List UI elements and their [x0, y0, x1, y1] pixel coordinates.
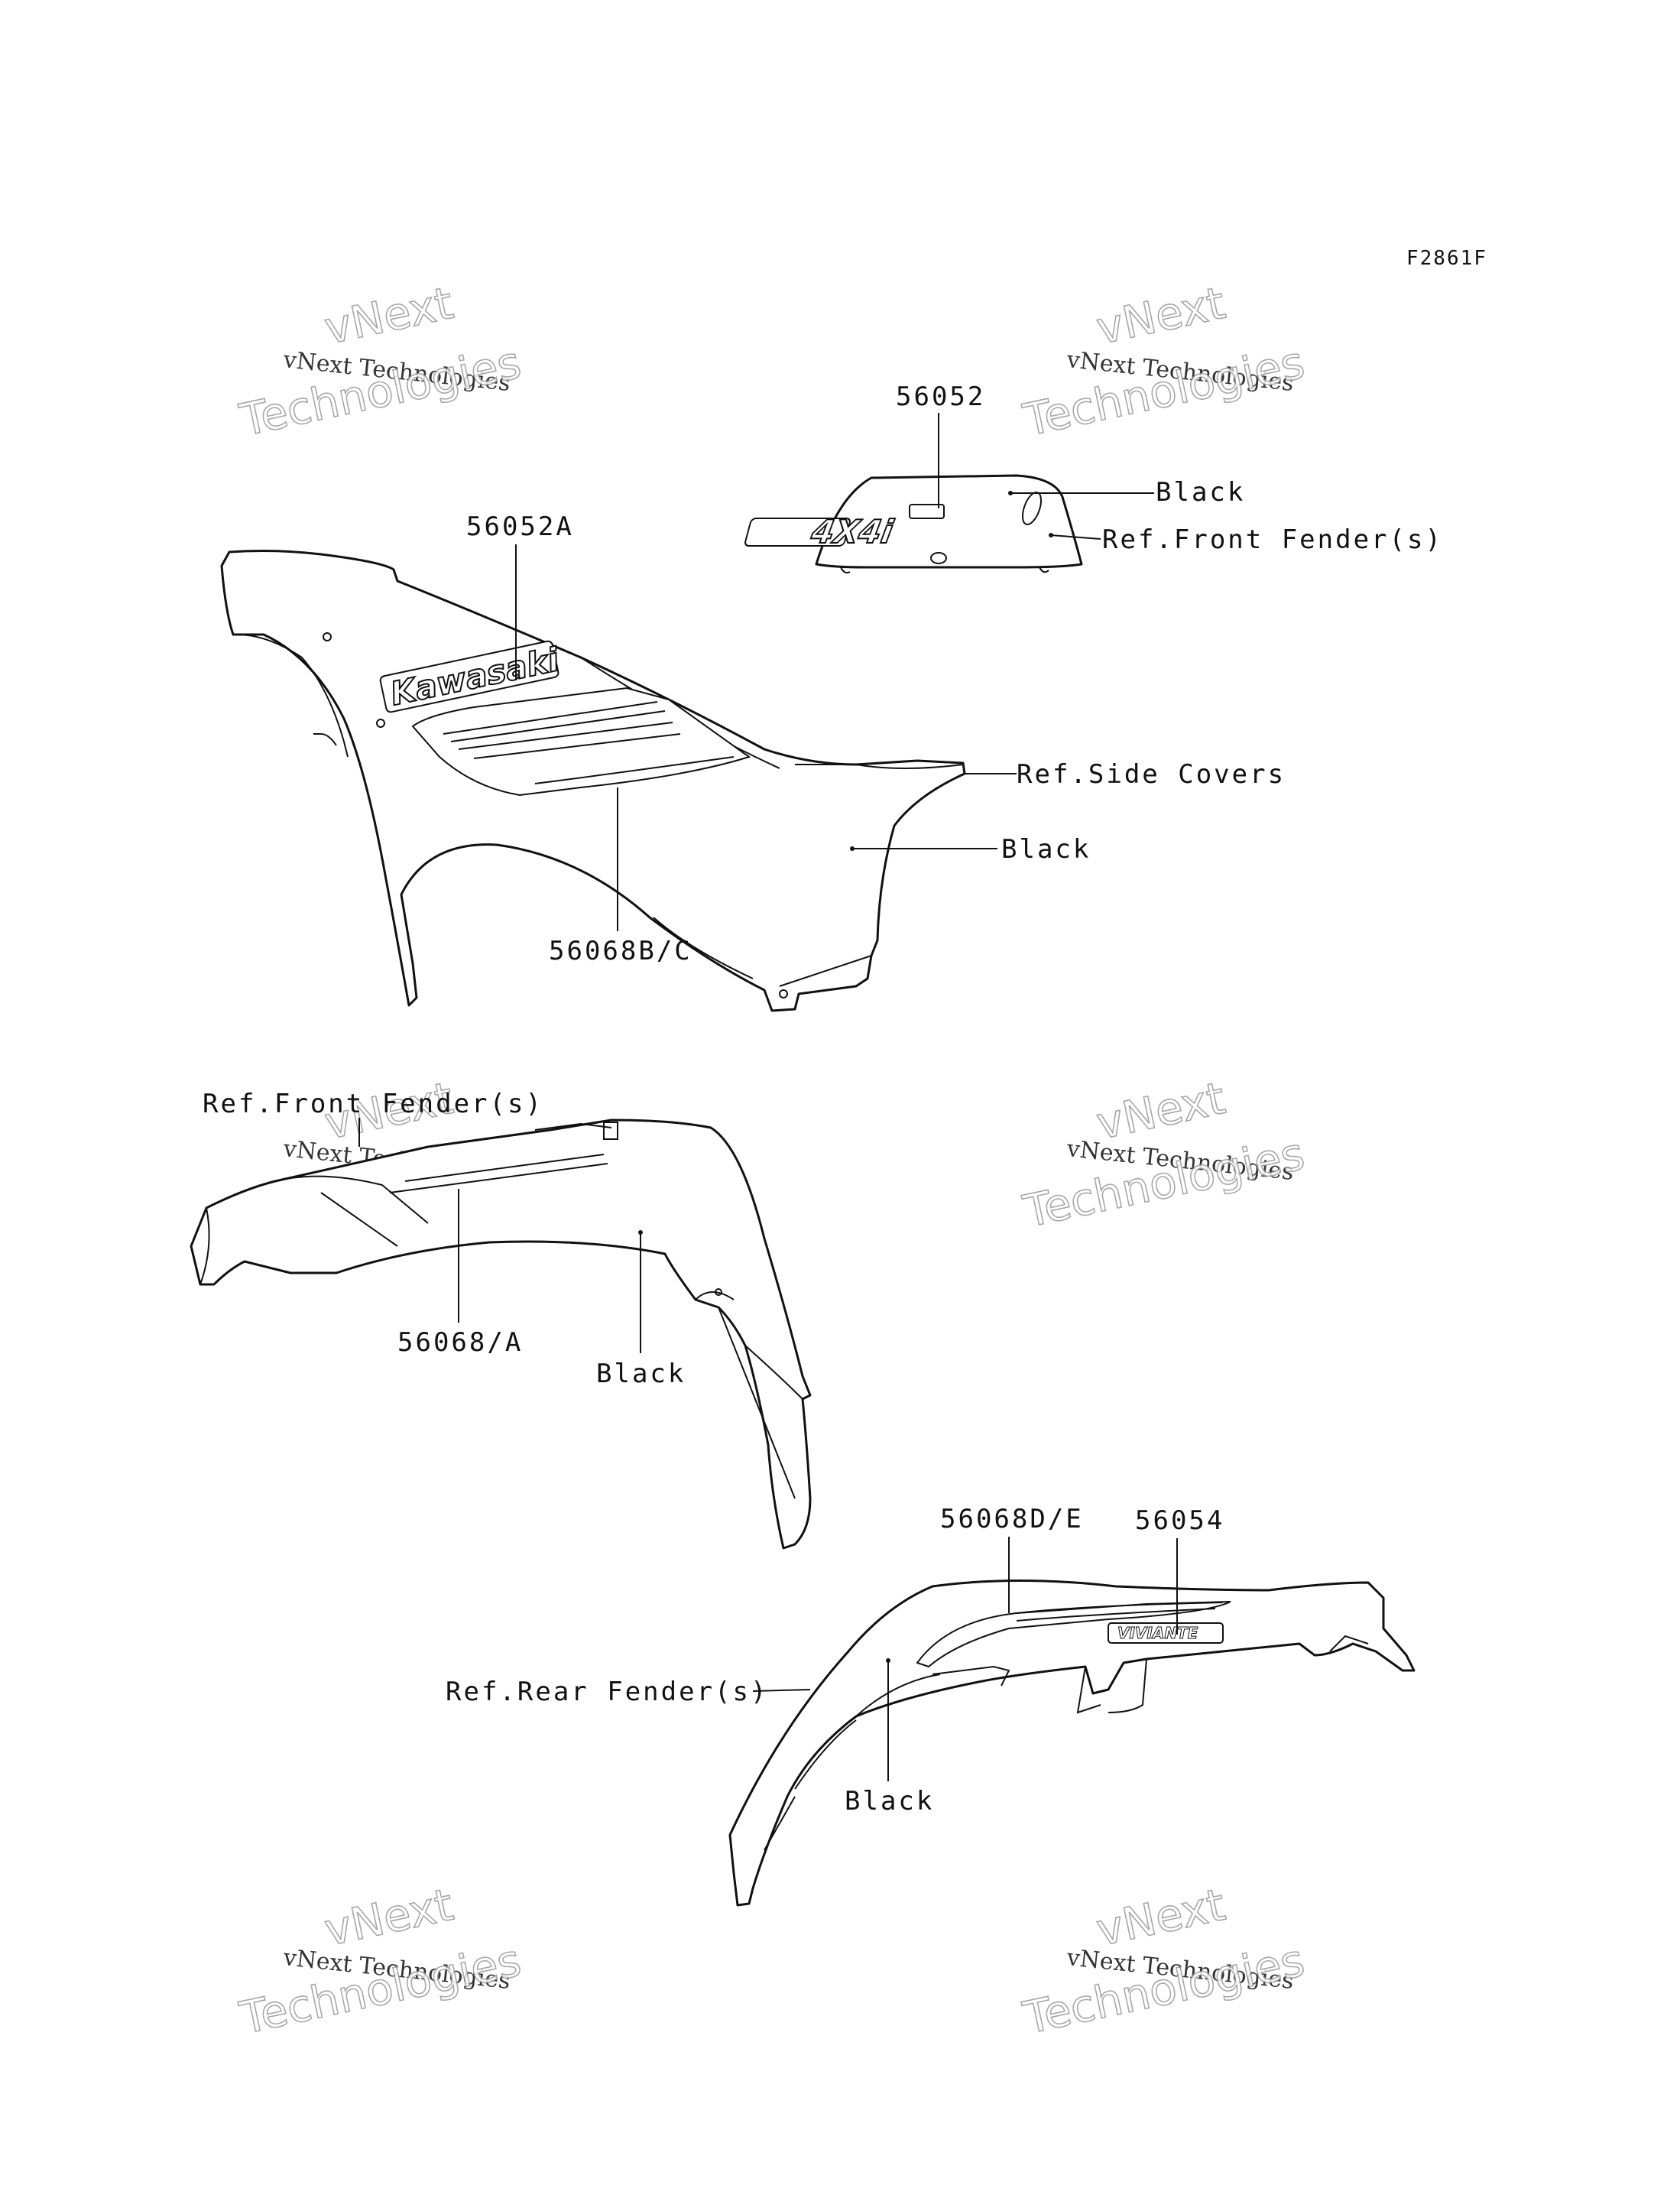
- watermark-bottom-right: vNext vNext Technologies Technologies: [1018, 1878, 1309, 2045]
- callout-56068BC: 56068B/C: [549, 936, 692, 966]
- callout-56052: 56052: [896, 381, 985, 412]
- watermark-mid-right: vNext vNext Technologies Technologies: [1018, 1071, 1309, 1239]
- watermark-vnext: vNext: [320, 277, 458, 355]
- front-fender-emblem-part: 4X4i: [744, 474, 1083, 574]
- watermark-vnext: vNext: [1092, 1878, 1230, 1956]
- figure-code: F2861F: [1406, 247, 1487, 270]
- rear-fender-part: VIVIANTE: [728, 1580, 1416, 1907]
- callout-ref-front-fender-mid: Ref.Front Fender(s): [203, 1089, 543, 1119]
- callout-56068DE: 56068D/E: [940, 1504, 1084, 1534]
- svg-text:VIVIANTE: VIVIANTE: [1117, 1624, 1198, 1642]
- watermark-technologies: Technologies: [1019, 1128, 1309, 1238]
- callout-black-emblem: Black: [1156, 477, 1245, 508]
- callout-black-front-fender: Black: [596, 1359, 686, 1389]
- rear-stripe-decal: [916, 1601, 1231, 1668]
- callout-56054: 56054: [1135, 1505, 1224, 1536]
- callout-56052A: 56052A: [466, 511, 574, 542]
- badge-4x4-decal: 4X4i: [744, 512, 897, 551]
- watermark-bottom-left: vNext vNext Technologies Technologies: [235, 1878, 526, 2045]
- callout-ref-side-covers: Ref.Side Covers: [1017, 759, 1286, 790]
- watermark-technologies: Technologies: [1019, 1934, 1309, 2044]
- watermark-technologies: Technologies: [1019, 336, 1309, 446]
- callout-ref-front-fender-top: Ref.Front Fender(s): [1102, 524, 1443, 555]
- callout-black-side-cover: Black: [1001, 834, 1091, 865]
- watermark-top-left: vNext vNext Technologies Technologies: [235, 276, 526, 447]
- callout-ref-rear-fender: Ref.Rear Fender(s): [446, 1677, 768, 1707]
- watermark-technologies: Technologies: [235, 1934, 526, 2044]
- watermark-vnext: vNext: [1092, 1072, 1230, 1150]
- badge-strip: [909, 504, 945, 519]
- vinaigrette-decal: VIVIANTE: [1108, 1622, 1224, 1644]
- side-stripe-decal: [411, 687, 751, 797]
- side-cover-part: Kawasaki: [220, 550, 966, 1012]
- callout-56068A: 56068/A: [397, 1327, 523, 1358]
- watermark-technologies: Technologies: [235, 336, 526, 446]
- svg-text:4X4i: 4X4i: [808, 513, 896, 550]
- watermark-vnext: vNext: [320, 1878, 458, 1956]
- watermark-top-right: vNext vNext Technologies Technologies: [1018, 276, 1309, 447]
- watermark-vnext: vNext: [1092, 277, 1230, 355]
- callout-black-rear-fender: Black: [845, 1786, 934, 1817]
- front-fender-part: [190, 1118, 812, 1550]
